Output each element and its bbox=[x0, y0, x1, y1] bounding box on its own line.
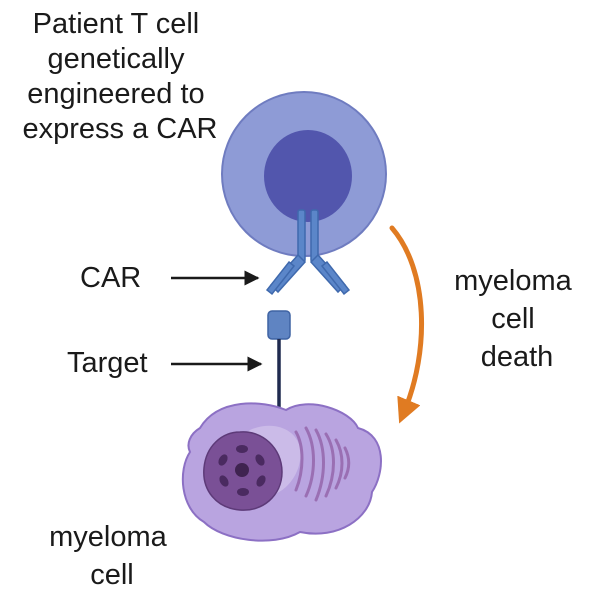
t-cell-nucleus bbox=[264, 130, 352, 222]
myeloma-cell-label-line: cell bbox=[90, 559, 134, 591]
death-label-line: cell bbox=[491, 303, 535, 335]
myeloma-cell-label-line: myeloma bbox=[49, 521, 168, 553]
t-cell-label-line: engineered to bbox=[27, 78, 204, 110]
death-label: myeloma cell death bbox=[454, 265, 580, 373]
car-receptor-tip-left bbox=[265, 260, 296, 296]
myeloma-er-folds bbox=[294, 426, 351, 502]
car-receptor-stalk-left bbox=[297, 209, 306, 263]
car-label: CAR bbox=[80, 262, 141, 294]
t-cell-label-line: express a CAR bbox=[22, 113, 217, 145]
target-antigen-head bbox=[267, 310, 291, 340]
car-receptor-tip-right bbox=[320, 260, 351, 296]
death-arrow bbox=[389, 225, 424, 424]
t-cell bbox=[221, 91, 387, 257]
death-label-line: death bbox=[481, 341, 554, 373]
car-receptor-stalk-right bbox=[310, 209, 319, 263]
t-cell-label-line: genetically bbox=[47, 43, 185, 75]
myeloma-nucleus bbox=[203, 431, 283, 511]
car-receptor bbox=[265, 209, 351, 296]
t-cell-label: Patient T cell genetically engineered to… bbox=[22, 8, 217, 145]
myeloma-chromatin bbox=[218, 445, 266, 496]
death-label-line: myeloma bbox=[454, 265, 573, 297]
myeloma-cell-label: myeloma cell bbox=[49, 521, 175, 591]
myeloma-nucleolus bbox=[235, 463, 249, 477]
t-cell-label-line: Patient T cell bbox=[33, 8, 200, 40]
myeloma-cell bbox=[181, 402, 382, 542]
target-label: Target bbox=[67, 347, 148, 379]
target-antigen bbox=[267, 310, 291, 410]
